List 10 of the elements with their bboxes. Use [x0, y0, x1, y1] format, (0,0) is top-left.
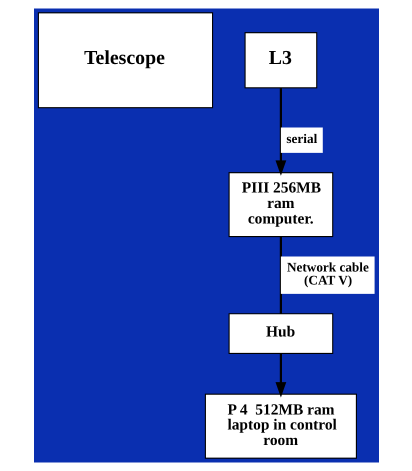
node-box: Hub	[228, 313, 333, 354]
edge-label: serial	[286, 131, 317, 146]
node-box: P 4 512MB ram laptop in control room	[204, 394, 356, 459]
node-box: Telescope	[37, 12, 213, 108]
node-box: L3	[244, 32, 317, 88]
node-box: PIII 256MB ram computer.	[228, 172, 333, 238]
arrow	[275, 88, 286, 176]
connector	[279, 236, 282, 314]
arrow	[275, 354, 286, 398]
edge-label: Network cable (CAT V)	[286, 259, 368, 288]
